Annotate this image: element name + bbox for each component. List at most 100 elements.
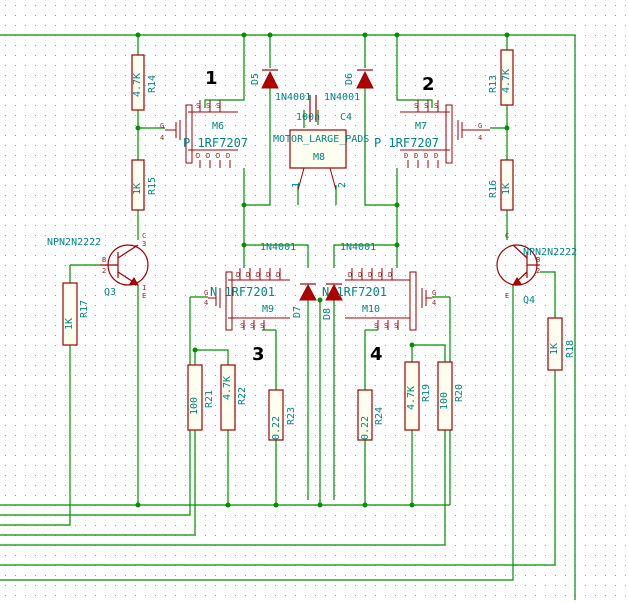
svg-text:C4: C4	[340, 112, 352, 123]
svg-text:N 1RF7201: N 1RF7201	[322, 285, 387, 299]
svg-text:M8: M8	[313, 152, 325, 163]
resistor-r16[interactable]: 1K R16	[488, 159, 514, 211]
svg-text:G: G	[432, 289, 436, 297]
svg-text:R14: R14	[147, 75, 158, 93]
svg-text:S: S	[260, 322, 264, 330]
mosfet-m7[interactable]: S S S D D D D G 4 M7 P 1RF7207	[374, 100, 490, 168]
svg-text:S: S	[384, 322, 388, 330]
svg-text:D: D	[206, 152, 210, 160]
svg-text:D: D	[424, 152, 428, 160]
resistor-r19[interactable]: 4.7K R19	[404, 361, 432, 431]
diode-d8[interactable]: D8 1N4001	[322, 242, 376, 320]
svg-text:D5: D5	[250, 73, 261, 85]
mosfet-m10[interactable]: D D D D D S S S G 4 M10 N 1RF7201	[322, 268, 436, 331]
svg-text:C: C	[505, 232, 509, 240]
resistor-r24[interactable]: 0.22 R24	[357, 389, 385, 441]
svg-text:1K: 1K	[64, 318, 75, 330]
resistor-r17[interactable]: 1K R17	[62, 282, 90, 346]
diode-d7[interactable]: D7 1N4001	[260, 242, 317, 318]
svg-text:MOTOR_LARGE_PADS: MOTOR_LARGE_PADS	[273, 134, 369, 145]
svg-text:D: D	[226, 152, 230, 160]
svg-text:1N4001: 1N4001	[275, 92, 311, 103]
svg-text:1N4001: 1N4001	[324, 92, 360, 103]
mosfet-m6[interactable]: S S S D D D D G 4 M6 P 1RF7207	[160, 100, 248, 168]
svg-text:R21: R21	[204, 390, 215, 408]
resistor-r14[interactable]: 4.7K R14	[131, 54, 158, 111]
svg-text:R16: R16	[488, 180, 499, 198]
svg-text:NPN2N2222: NPN2N2222	[47, 237, 101, 248]
svg-text:P 1RF7207: P 1RF7207	[374, 136, 439, 150]
svg-text:D: D	[368, 271, 372, 279]
svg-text:D: D	[256, 271, 260, 279]
svg-text:1N4001: 1N4001	[340, 242, 376, 253]
transistor-q3[interactable]: B 2 C 3 1 E NPN2N2222 Q3	[47, 232, 149, 300]
svg-text:P 1RF7207: P 1RF7207	[183, 136, 248, 150]
svg-text:D: D	[358, 271, 362, 279]
svg-text:S: S	[394, 322, 398, 330]
junction-dots	[135, 32, 510, 508]
svg-text:1K: 1K	[132, 183, 143, 195]
resistor-r23[interactable]: 0.22 R23	[268, 389, 297, 441]
resistor-r18[interactable]: 1K R18	[547, 317, 576, 371]
svg-text:M7: M7	[415, 121, 427, 132]
svg-text:Q4: Q4	[523, 295, 535, 306]
svg-text:D: D	[434, 152, 438, 160]
svg-text:2: 2	[536, 267, 540, 275]
resistor-r20[interactable]: 100 R20	[437, 361, 465, 431]
svg-text:100: 100	[439, 392, 450, 410]
svg-text:R18: R18	[565, 340, 576, 358]
svg-text:2: 2	[337, 182, 348, 188]
svg-text:D: D	[236, 271, 240, 279]
svg-text:1K: 1K	[549, 343, 560, 355]
svg-text:100n: 100n	[296, 112, 320, 123]
resistor-r13[interactable]: 4.7K R13	[488, 49, 514, 106]
svg-text:Q3: Q3	[104, 287, 116, 298]
svg-text:2: 2	[102, 267, 106, 275]
svg-text:E: E	[505, 292, 509, 300]
svg-text:S: S	[240, 322, 244, 330]
svg-text:G: G	[160, 122, 164, 130]
svg-text:M9: M9	[262, 304, 274, 315]
svg-text:G: G	[204, 289, 208, 297]
svg-text:3: 3	[142, 240, 146, 248]
svg-text:S: S	[250, 322, 254, 330]
svg-text:R22: R22	[237, 387, 248, 405]
svg-text:1: 1	[142, 284, 146, 292]
svg-text:S: S	[424, 102, 428, 110]
svg-text:D: D	[216, 152, 220, 160]
mosfet-m9[interactable]: D D D D D S S S G 4 M9 N 1RF7201	[204, 268, 290, 331]
svg-text:4.7K: 4.7K	[501, 69, 512, 93]
svg-text:D: D	[388, 271, 392, 279]
svg-text:D: D	[404, 152, 408, 160]
capacitor-c4[interactable]: 100n C4	[296, 95, 352, 123]
svg-text:D: D	[266, 271, 270, 279]
svg-text:C: C	[142, 232, 146, 240]
svg-text:R20: R20	[454, 384, 465, 402]
svg-text:N 1RF7201: N 1RF7201	[210, 285, 275, 299]
svg-text:R17: R17	[79, 300, 90, 318]
resistor-r22[interactable]: 4.7K R22	[220, 364, 248, 431]
svg-text:S: S	[374, 322, 378, 330]
svg-text:4: 4	[160, 134, 164, 142]
diode-d5[interactable]: D5 1N4001	[250, 69, 311, 103]
section-number-1: 1	[205, 68, 218, 89]
resistor-r21[interactable]: 100 R21	[187, 364, 215, 431]
transistor-q4[interactable]: B 2 C E NPN2N2222 Q4	[496, 232, 577, 306]
svg-text:D6: D6	[344, 73, 355, 85]
svg-text:M6: M6	[212, 121, 224, 132]
svg-text:M10: M10	[362, 304, 380, 315]
svg-text:4.7K: 4.7K	[222, 376, 233, 400]
svg-text:R19: R19	[421, 384, 432, 402]
svg-text:S: S	[206, 102, 210, 110]
svg-text:R13: R13	[488, 75, 499, 93]
svg-text:1: 1	[291, 182, 302, 188]
svg-text:100: 100	[189, 397, 200, 415]
diode-d6[interactable]: D6 1N4001	[324, 69, 374, 103]
svg-text:G: G	[478, 122, 482, 130]
svg-text:D: D	[276, 271, 280, 279]
motor-m8[interactable]: MOTOR_LARGE_PADS M8 1 2	[273, 129, 369, 191]
svg-text:D: D	[348, 271, 352, 279]
svg-text:S: S	[434, 102, 438, 110]
resistor-r15[interactable]: 1K R15	[131, 159, 158, 211]
svg-text:4.7K: 4.7K	[132, 73, 143, 97]
